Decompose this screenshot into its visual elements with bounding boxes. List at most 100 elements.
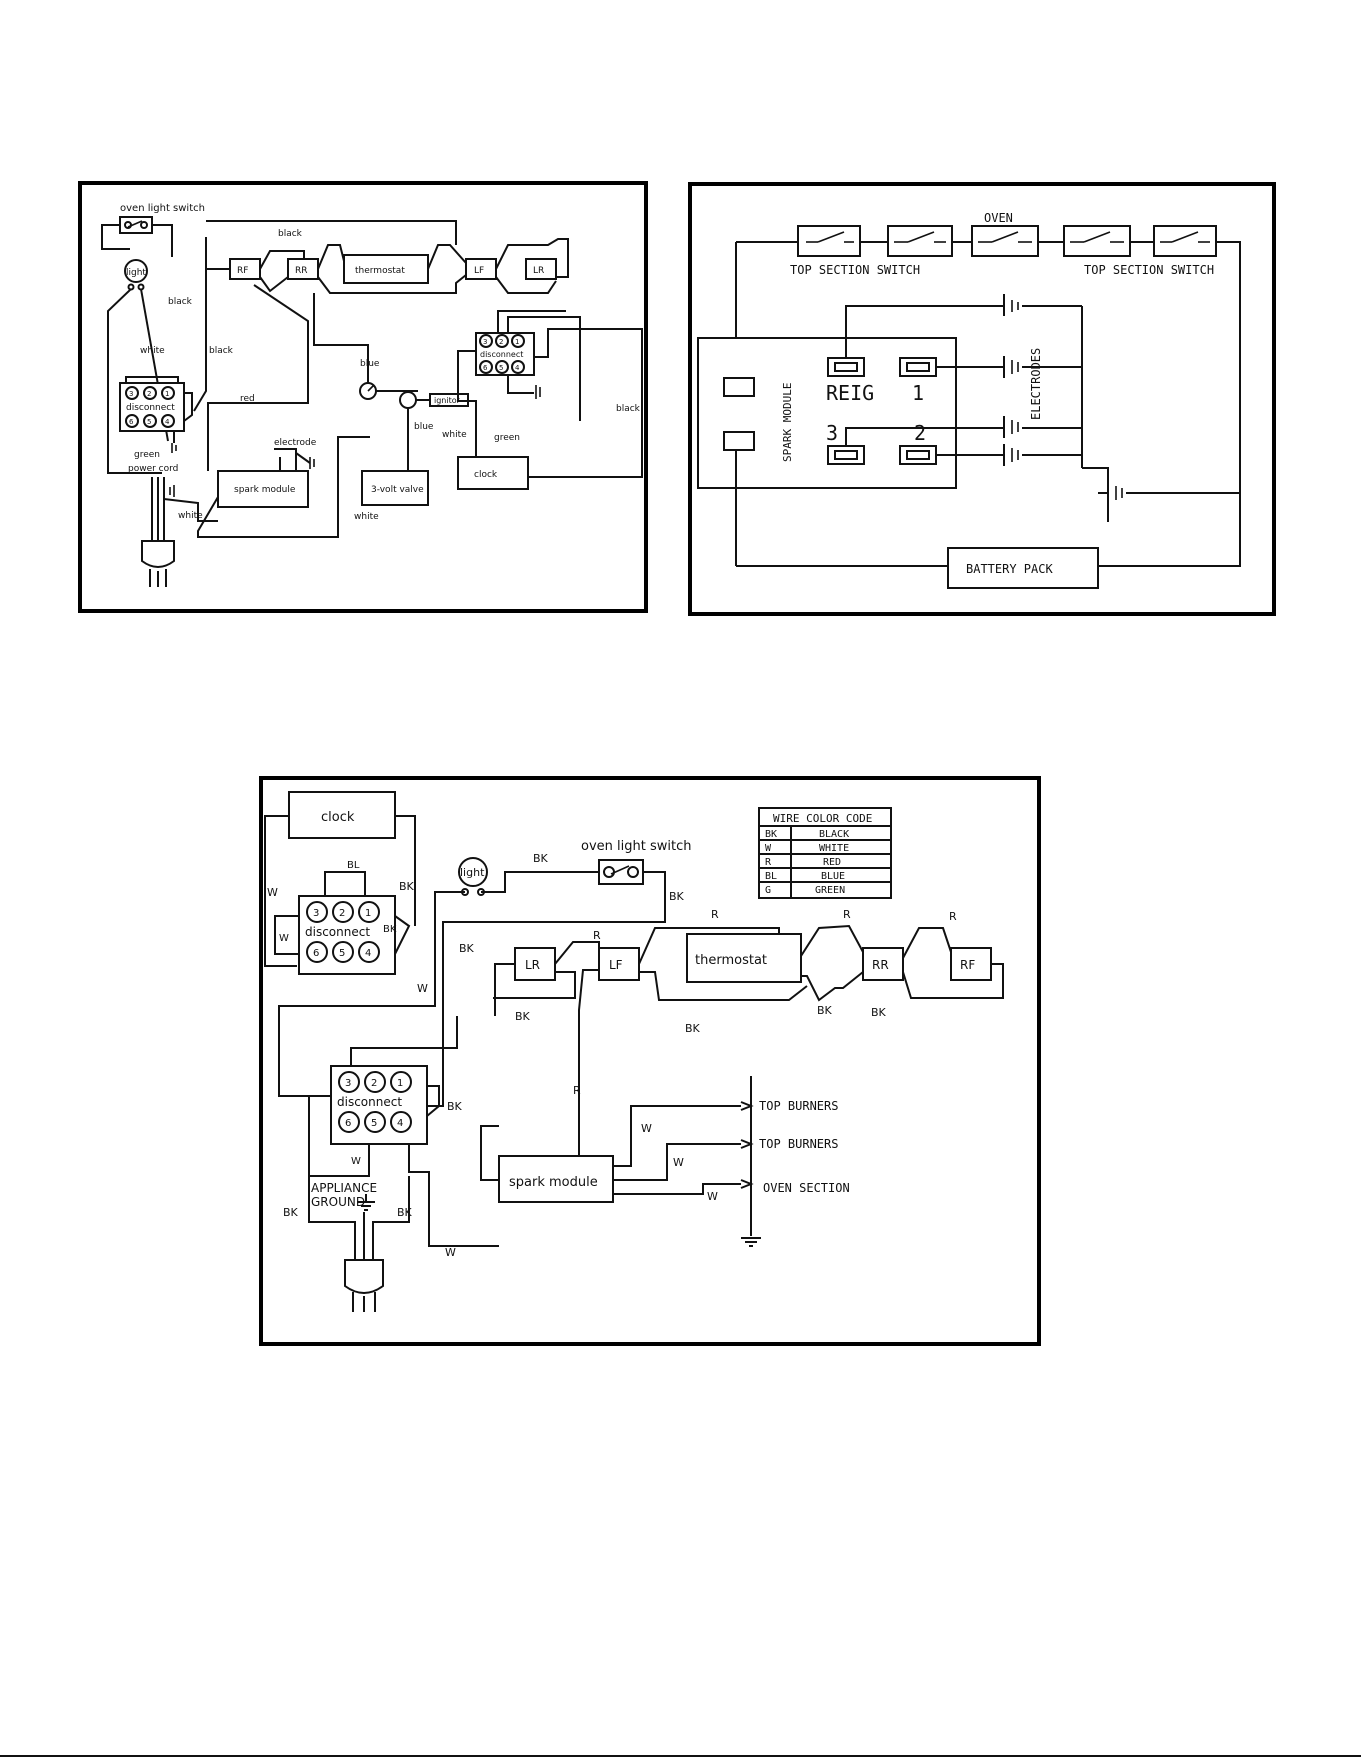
lf-label: LF [609,958,623,972]
rr-label: RR [295,266,308,276]
terminal-3-label: 3 [826,421,838,445]
wire-label-bk: BK [533,852,549,865]
terminal-1-label: 1 [912,381,924,405]
color-code-value: BLACK [819,829,849,840]
module-terminal [723,431,755,451]
wire-label-bk: BK [685,1022,701,1035]
wire-label-r: R [949,910,957,923]
wire-label-green: green [134,450,160,460]
wire-label-bk: BK [397,1206,413,1219]
top-burners-label: TOP BURNERS [759,1137,838,1151]
wire-label-blue: blue [414,422,434,432]
pin-label: 3 [483,338,487,346]
3-volt-valve [361,470,429,506]
power-cord-label: power cord [128,464,178,474]
pin-label: 3 [313,908,319,919]
rr-label: RR [872,958,889,972]
oven-light-switch-label: oven light switch [120,203,205,214]
pin-label: 4 [165,418,170,426]
light-bulb-icon [124,259,148,283]
thermostat [686,933,802,983]
wire-color-code-table: WIRE COLOR CODE BK BLACK W WHITE R RED B… [758,807,892,899]
switch-contact-icon [140,221,148,229]
light-bulb-icon [458,857,488,887]
rf-label: RF [960,958,975,972]
oven-switch [971,225,1039,257]
thermostat-label: thermostat [355,266,405,276]
wire-label-white: white [354,512,379,522]
disconnect-label: disconnect [337,1095,402,1109]
spark-module-label: SPARK MODULE [781,383,794,462]
lr-label: LR [533,266,544,276]
wire-label-w: W [417,982,428,995]
pin-label: 1 [365,908,371,919]
pin-label: 3 [345,1078,351,1089]
color-code-value: RED [823,857,841,868]
pin-label: 5 [499,364,503,372]
pin-label: 1 [165,390,169,398]
wire-label-black: black [616,404,641,414]
wire-label-w: W [445,1246,456,1259]
spark-module-label: spark module [234,485,296,495]
wire-label-white: white [178,511,203,521]
wiring-diagram-top-left: oven light switch light black white blac… [78,181,648,613]
wire-label-w: W [351,1156,361,1167]
electrode-gap-icon [1003,294,1082,316]
wire-label-bk: BK [283,1206,299,1219]
lr-burner-switch [525,258,557,280]
wire-label-w: W [673,1156,684,1169]
color-code-value: WHITE [819,843,849,854]
ground-icon [741,1237,761,1247]
lr-label: LR [525,958,540,972]
wire-label-black: black [209,346,234,356]
clock-label: clock [474,470,498,480]
wire-label-w: W [707,1190,718,1203]
pin-label: 1 [515,338,519,346]
electrode-gap-icon [1003,444,1082,466]
pin-label: 5 [339,948,345,959]
wire-label-black: black [168,297,193,307]
pin-label: 4 [365,948,371,959]
pin-label: 1 [397,1078,403,1089]
electrode-label: electrode [274,438,317,448]
wire-label-white: white [140,346,165,356]
disconnect-label: disconnect [305,925,370,939]
reig-label: REIG [826,381,874,405]
top-section-switch [1063,225,1131,257]
wire-label-blue: blue [360,359,380,369]
clock-label: clock [321,810,355,825]
clock [457,456,529,490]
spark-module [217,470,309,508]
pin-label: 6 [313,948,319,959]
wire-label-bk: BK [399,880,415,893]
electrode-gap-icon [1003,356,1082,378]
wire-label-green: green [494,433,520,443]
top-section-switch [1153,225,1217,257]
lf-label: LF [474,266,484,276]
electrodes-label: ELECTRODES [1029,348,1043,420]
wire-label-w: W [279,933,289,944]
top-burners-label: TOP BURNERS [759,1099,838,1113]
color-code-value: BLUE [821,871,845,882]
wire-label-white: white [442,430,467,440]
pin-label: 2 [499,338,503,346]
page-bottom-rule [0,1755,1361,1757]
wire-label-bk: BK [447,1100,463,1113]
pin-label: 6 [345,1118,351,1129]
rr-burner-switch [862,947,904,981]
color-code-key: W [765,843,772,854]
spark-module [498,1155,614,1203]
pin-label: 6 [129,418,134,426]
wire-label-w: W [267,886,278,899]
color-code-key: BL [765,871,777,882]
appliance-ground-label: GROUND [311,1195,365,1209]
pin-label: 5 [371,1118,377,1129]
disconnect-label: disconnect [126,403,175,413]
pin-2 [143,386,157,400]
wire-label-r: R [843,908,851,921]
wire-label-bk: BK [817,1004,833,1017]
wire-label-bk: BK [515,1010,531,1023]
color-code-key: R [765,857,772,868]
rf-label: RF [237,266,248,276]
module-terminal [723,377,755,397]
